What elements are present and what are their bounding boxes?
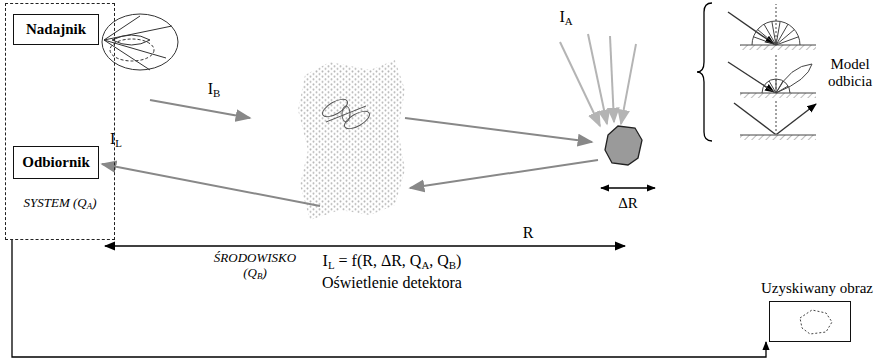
reflection-ray xyxy=(764,24,776,45)
text-run: = f(R, ΔR, xyxy=(335,252,410,269)
formula: IL = f(R, ΔR, QA, QB) xyxy=(323,252,462,270)
reflection-ray xyxy=(758,30,776,45)
beam-scatter xyxy=(405,118,592,142)
reflection-ray xyxy=(776,86,788,93)
reflection-ray xyxy=(776,81,783,93)
subscript: A xyxy=(565,15,573,27)
beam-ib xyxy=(150,100,250,118)
signal-label: IB xyxy=(208,80,221,98)
environment-cloud xyxy=(298,60,405,220)
reflection-ray xyxy=(769,81,776,93)
text-run: Oświetlenie detektora xyxy=(322,274,462,291)
brace xyxy=(697,3,712,141)
beam-il xyxy=(102,164,320,206)
symbol-letter: Q xyxy=(248,265,257,280)
signal-label: IA xyxy=(559,8,572,26)
text-run: ΔR xyxy=(618,195,638,211)
reflection-ray xyxy=(776,79,777,93)
group-label: Model odbicia xyxy=(817,56,883,91)
subscript: A xyxy=(421,259,429,271)
node-label: Odbiornik xyxy=(22,154,90,171)
text-run: SYSTEM ( xyxy=(24,195,78,210)
receiver-box: Odbiornik xyxy=(13,146,99,179)
subscript: L xyxy=(115,137,122,149)
beam-return xyxy=(410,160,598,188)
feedback-connector xyxy=(12,240,766,357)
text-run: ) xyxy=(456,252,461,269)
reflection-ray xyxy=(776,37,799,45)
transmitter-box: Nadajnik xyxy=(13,14,99,45)
formula-caption: Oświetlenie detektora xyxy=(322,274,462,292)
text-run: , xyxy=(429,252,437,269)
text-run: R xyxy=(523,224,534,241)
reflection-ray xyxy=(776,24,788,45)
text-run: Uzyskiwany obraz xyxy=(761,280,873,296)
symbol-letter: I xyxy=(559,8,564,25)
text-run: Odbiornik xyxy=(22,154,90,170)
subscript: B xyxy=(449,259,456,271)
system-boundary: SYSTEM (QA) NadajnikOdbiornik xyxy=(5,3,115,240)
dimension-label: R xyxy=(523,224,534,242)
text-run: Model odbicia xyxy=(828,56,872,89)
reflection-ray xyxy=(776,30,794,45)
node-label: SYSTEM (QA) xyxy=(6,196,114,211)
target-object xyxy=(605,126,642,165)
symbol-letter: Q xyxy=(437,252,449,269)
text-run: ) xyxy=(262,265,266,280)
symbol-letter: Q xyxy=(410,252,422,269)
range-arrow xyxy=(105,245,625,247)
symbol-letter: I xyxy=(323,252,328,269)
reflection-ray xyxy=(776,21,780,45)
image-heading: Uzyskiwany obraz xyxy=(753,280,881,297)
image-box: Uzyskiwany obraz xyxy=(753,280,881,342)
delta-r-arrow xyxy=(601,187,655,188)
subscript: B xyxy=(213,87,220,99)
text-run: ) xyxy=(92,195,96,210)
scatter-lobe xyxy=(320,96,372,132)
ambient-light xyxy=(560,34,636,126)
symbol-letter: I xyxy=(110,130,115,147)
image-frame xyxy=(769,301,851,342)
symbol-letter: Q xyxy=(77,195,86,210)
text-run: Nadajnik xyxy=(26,21,86,37)
radiation-pattern xyxy=(102,14,178,70)
signal-label: IL xyxy=(110,130,122,148)
subscript: L xyxy=(328,259,335,271)
subscript: A xyxy=(87,201,92,211)
dimension-label: ΔR xyxy=(618,195,638,212)
reflection-models xyxy=(728,4,816,140)
image-outline xyxy=(800,310,832,334)
reflection-ray xyxy=(772,21,776,45)
symbol-letter: I xyxy=(208,80,213,97)
node-label: Nadajnik xyxy=(26,21,86,38)
environment-label: ŚRODOWISKO (QB) xyxy=(205,251,305,281)
subscript: B xyxy=(257,271,262,281)
reflection-ray xyxy=(764,86,776,93)
reflection-ray xyxy=(753,37,776,45)
